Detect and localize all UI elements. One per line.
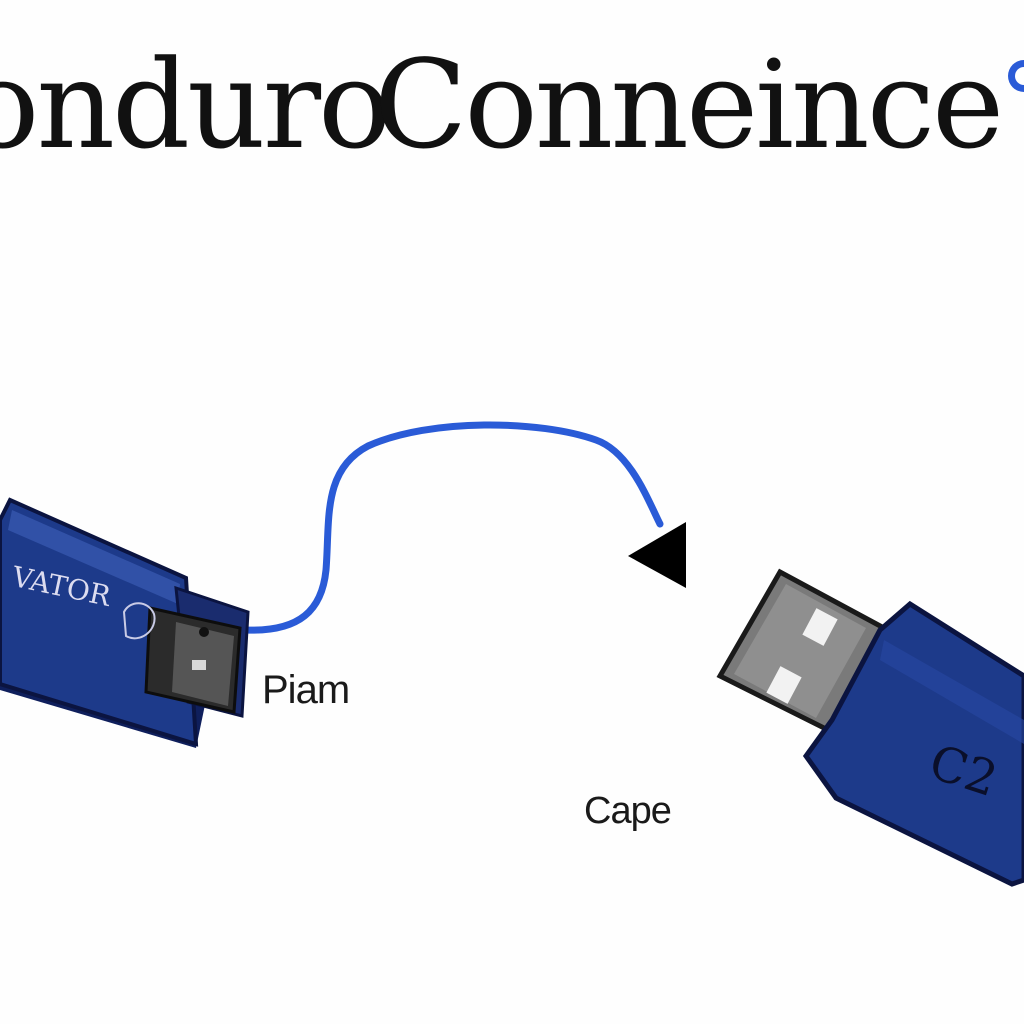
title-right-word: Conneince P [374,34,1024,176]
right-label: Cape [584,790,672,832]
arrow-left-triangle-icon [628,522,686,588]
left-device [0,497,250,748]
blue-dot-icon [1008,60,1024,92]
cable [242,421,664,634]
title-left-word: onduro [0,34,391,176]
left-label: Piam [262,668,350,712]
right-device [716,568,1024,887]
